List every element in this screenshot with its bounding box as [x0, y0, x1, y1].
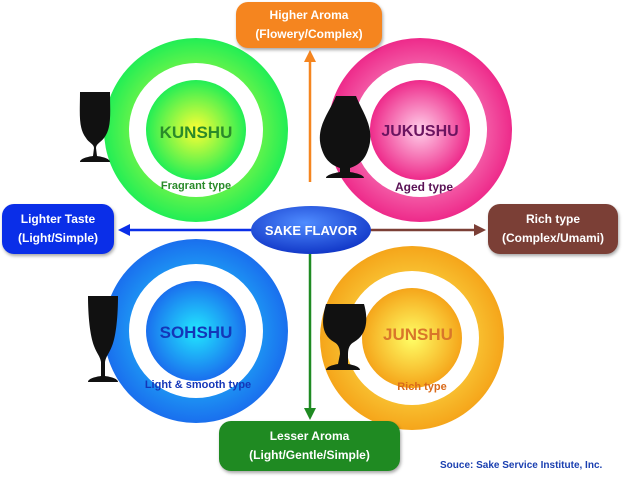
lesser-aroma-detail: (Light/Gentle/Simple) — [249, 448, 370, 462]
junshu-circle — [320, 246, 504, 430]
brandy-glass-icon — [319, 96, 371, 178]
lighter-taste-box: Lighter Taste (Light/Simple) — [2, 204, 114, 254]
jukushu-label: JUKUSHU — [381, 123, 458, 140]
rich-type-detail: (Complex/Umami) — [501, 231, 605, 245]
kunshu-circle — [104, 38, 288, 222]
kunshu-type-label: Fragrant type — [161, 180, 231, 192]
higher-aroma-detail: (Flowery/Complex) — [255, 27, 363, 41]
center-label: SAKE FLAVOR — [265, 223, 358, 238]
lesser-aroma-label: Lesser Aroma — [269, 429, 350, 443]
lighter-taste-detail: (Light/Simple) — [18, 231, 98, 245]
center-ellipse — [251, 206, 371, 254]
higher-aroma-label: Higher Aroma — [269, 8, 349, 22]
snifter-glass-icon — [323, 304, 367, 370]
kunshu-label: KUNSHU — [160, 123, 233, 142]
rich-type-label: Rich type — [525, 212, 580, 226]
sohshu-type-label: Light & smooth type — [145, 379, 251, 391]
wine-glass-icon — [79, 92, 111, 162]
junshu-label: JUNSHU — [383, 325, 453, 344]
jukushu-circle — [328, 38, 512, 222]
vertical-axis — [304, 50, 316, 420]
rich-type-box: Rich type (Complex/Umami) — [488, 204, 618, 254]
tall-glass-icon — [88, 296, 118, 382]
sohshu-circle — [104, 239, 288, 423]
horizontal-axis — [118, 224, 486, 236]
jukushu-type-label: Aged type — [395, 180, 453, 194]
junshu-type-label: Rich type — [397, 381, 447, 393]
lighter-taste-label: Lighter Taste — [20, 212, 96, 226]
lesser-aroma-box: Lesser Aroma (Light/Gentle/Simple) — [219, 421, 400, 471]
source-credit: Souce: Sake Service Institute, Inc. — [440, 460, 603, 471]
sohshu-label: SOHSHU — [160, 323, 233, 342]
higher-aroma-box: Higher Aroma (Flowery/Complex) — [236, 2, 382, 48]
